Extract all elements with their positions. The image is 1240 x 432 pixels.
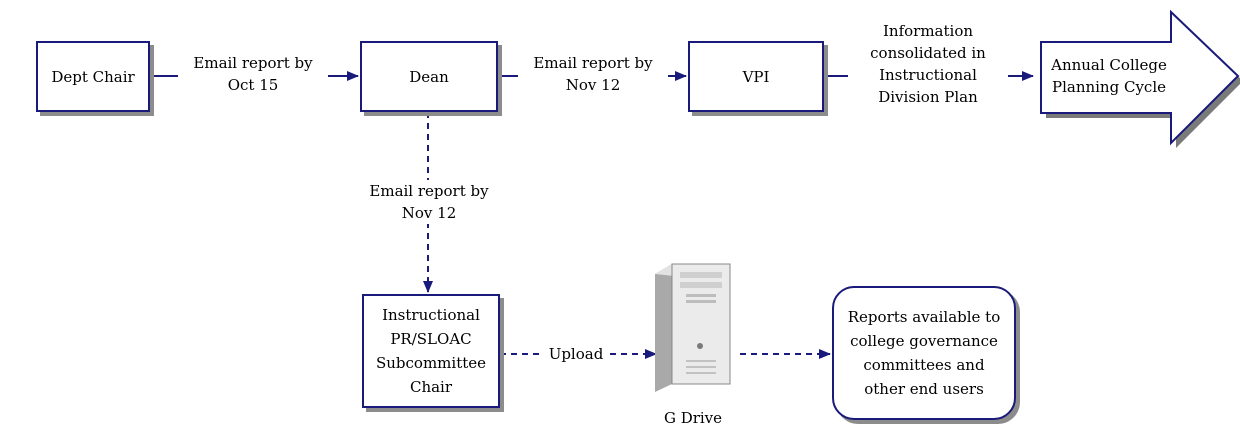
computer-tower-icon — [655, 263, 731, 392]
node-subcommittee-chair: Instructional PR/SLOAC Subcommittee Chai… — [362, 294, 500, 408]
block-arrow-shape — [1040, 9, 1240, 148]
node-dean: Dean — [360, 41, 498, 112]
edge-label-dean-to-subcommittee: Email report by Nov 12 — [354, 180, 504, 224]
node-vpi-label: VPI — [742, 67, 770, 86]
node-dean-label: Dean — [409, 67, 449, 86]
node-dept-chair: Dept Chair — [36, 41, 150, 112]
edge-label-dean-to-vpi: Email report by Nov 12 — [518, 52, 668, 96]
node-vpi: VPI — [688, 41, 824, 112]
node-dept-chair-label: Dept Chair — [51, 67, 135, 86]
node-annual-cycle-label: Annual College Planning Cycle — [1051, 56, 1167, 96]
node-reports-available: Reports available to college governance … — [832, 286, 1016, 420]
edge-label-dept-to-dean: Email report by Oct 15 — [178, 52, 328, 96]
edge-label-vpi-to-cycle: Information consolidated in Instructiona… — [848, 20, 1008, 108]
edge-label-subcommittee-to-gdrive: Upload — [544, 343, 608, 365]
node-g-drive-label: G Drive — [650, 408, 736, 428]
